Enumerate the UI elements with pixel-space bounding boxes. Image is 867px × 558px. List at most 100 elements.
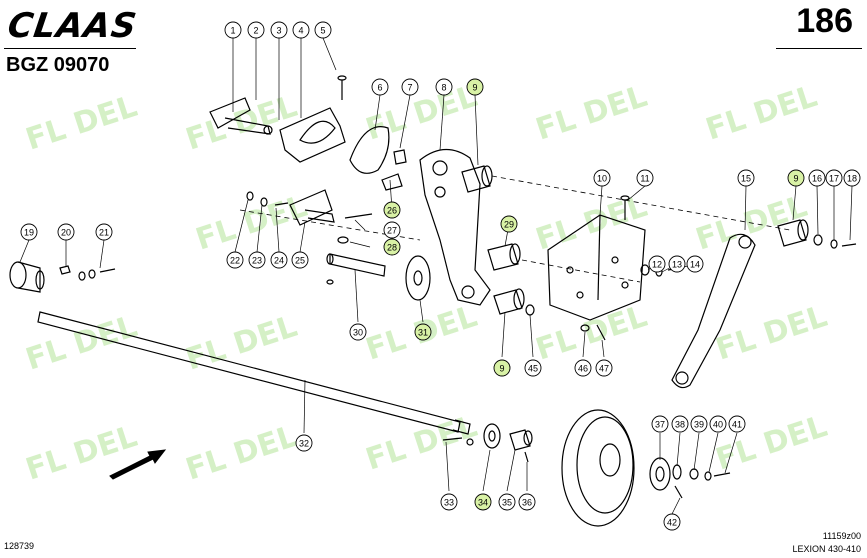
- callout-25: 25: [291, 251, 309, 269]
- page-number: 186: [796, 2, 853, 40]
- callout-circle: [808, 169, 826, 187]
- callout-circle: [349, 323, 367, 341]
- cover-cutout: [299, 120, 336, 144]
- callout-label: 33: [444, 498, 454, 508]
- watermark-text: FL DEL: [362, 409, 482, 478]
- callout-label: 10: [597, 174, 607, 184]
- callout-label: 11: [640, 174, 649, 184]
- callout-label: 14: [690, 260, 700, 270]
- callout-15: 15: [737, 169, 755, 187]
- header-rule-left: [4, 48, 136, 49]
- bolt-part: [713, 472, 731, 477]
- hex-nut-part: [393, 149, 407, 165]
- washer-part: [337, 236, 349, 244]
- callout-circle: [474, 493, 492, 511]
- washer-part: [813, 234, 823, 246]
- washer-part: [525, 304, 535, 316]
- pulley-hub-part: [649, 457, 671, 491]
- callout-label: 5: [320, 26, 325, 36]
- callout-1: 1: [224, 21, 242, 39]
- hub-part: [9, 261, 27, 289]
- callout-circle: [787, 169, 805, 187]
- callout-label: 1: [230, 26, 235, 36]
- watermark-text: FL DEL: [182, 419, 302, 488]
- callout-circle: [291, 251, 309, 269]
- callout-label: 34: [478, 498, 488, 508]
- bushing-part: [487, 243, 519, 271]
- watermark-text: FL DEL: [182, 309, 302, 378]
- pin-shaft-part: [224, 117, 271, 135]
- callout-label: 38: [675, 420, 685, 430]
- callout-label: 9: [499, 364, 504, 374]
- washer-part: [260, 197, 268, 207]
- washer-part: [263, 125, 273, 135]
- callout-circle: [57, 223, 75, 241]
- washer-part: [337, 75, 347, 81]
- callout-18: 18: [843, 169, 861, 187]
- callout-circle: [270, 21, 288, 39]
- callout-label: 29: [504, 220, 514, 230]
- callout-7: 7: [401, 78, 419, 96]
- callout-label: 37: [655, 420, 665, 430]
- footer-right-code-bottom: LEXION 430-410: [792, 544, 861, 554]
- key-part: [59, 265, 71, 275]
- callout-circle: [95, 223, 113, 241]
- callout-circle: [248, 251, 266, 269]
- callout-circle: [270, 251, 288, 269]
- callout-19: 19: [20, 223, 38, 241]
- parts-drawing: [9, 37, 857, 527]
- header-rule-right: [776, 48, 862, 49]
- spacer-part: [509, 429, 531, 451]
- key-part: [674, 485, 683, 499]
- bushing-part: [493, 289, 523, 315]
- callout-circle: [401, 78, 419, 96]
- callout-circle: [226, 251, 244, 269]
- watermark-text: FL DEL: [532, 299, 652, 368]
- callout-circle: [314, 21, 332, 39]
- bolt-part: [442, 437, 463, 441]
- callout-12: 12: [648, 255, 666, 273]
- callout-circle: [493, 359, 511, 377]
- callout-23: 23: [248, 251, 266, 269]
- callout-label: 13: [672, 260, 682, 270]
- callout-38: 38: [671, 415, 689, 433]
- callout-label: 22: [230, 256, 240, 266]
- callout-31: 31: [414, 323, 432, 341]
- callout-label: 23: [252, 256, 262, 266]
- watermark-text: FL DEL: [22, 89, 142, 158]
- lever-arm-part: [419, 148, 491, 306]
- callout-circle: [518, 493, 536, 511]
- bolt-part: [274, 202, 289, 206]
- callout-circle: [292, 21, 310, 39]
- callout-label: 32: [299, 439, 309, 449]
- bolt-part: [596, 324, 606, 341]
- callout-45: 45: [524, 359, 542, 377]
- callout-26: 26: [383, 201, 401, 219]
- callout-circle: [435, 78, 453, 96]
- washer-part: [466, 438, 474, 446]
- callout-2: 2: [247, 21, 265, 39]
- link-arm-bore: [738, 235, 752, 249]
- housing-edge: [597, 214, 601, 301]
- washer-part: [88, 269, 96, 279]
- callout-33: 33: [440, 493, 458, 511]
- callout-label: 46: [578, 364, 588, 374]
- callout-4: 4: [292, 21, 310, 39]
- callout-circle: [651, 415, 669, 433]
- callout-circle: [728, 415, 746, 433]
- callout-label: 36: [522, 498, 532, 508]
- watermark-text: FL DEL: [532, 79, 652, 148]
- callout-40: 40: [709, 415, 727, 433]
- callout-label: 9: [793, 174, 798, 184]
- pulley-wheel-part: [561, 409, 635, 527]
- footer-left-code: 128739: [4, 541, 35, 551]
- callout-16: 16: [808, 169, 826, 187]
- callout-36: 36: [518, 493, 536, 511]
- callout-circle: [383, 238, 401, 256]
- watermark-text: FL DEL: [22, 309, 142, 378]
- callout-circle: [663, 513, 681, 531]
- washer-part: [580, 324, 590, 332]
- callout-circle: [295, 434, 313, 452]
